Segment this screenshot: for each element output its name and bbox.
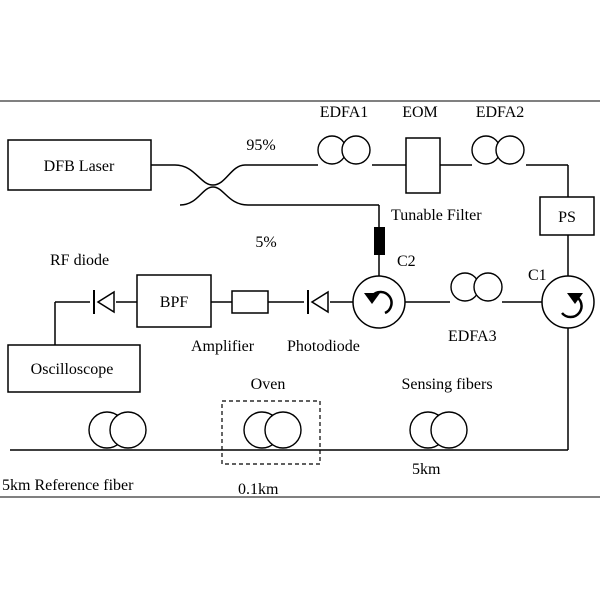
reference-fiber-label: 5km Reference fiber <box>2 477 134 494</box>
dfb-laser-box <box>7 139 152 191</box>
c2-label: C2 <box>397 253 416 270</box>
tunable-filter-label: Tunable Filter <box>391 207 482 224</box>
rf-diode-label: RF diode <box>50 252 109 269</box>
ps-box <box>539 196 595 236</box>
ps-label: PS <box>558 209 576 226</box>
c2-circulator <box>352 275 406 329</box>
edfa1-coil <box>317 135 371 165</box>
oven-fiber-coil <box>243 411 302 449</box>
edfa2-label: EDFA2 <box>476 104 525 121</box>
amplifier-box <box>231 290 269 314</box>
tunable-filter <box>374 227 385 255</box>
photodiode-label: Photodiode <box>287 338 360 355</box>
edfa1-label: EDFA1 <box>320 104 369 121</box>
split-95-label: 95% <box>246 137 275 154</box>
oscilloscope-label: Oscilloscope <box>31 361 114 378</box>
oscilloscope-box <box>7 344 141 393</box>
dfb-laser-label: DFB Laser <box>44 158 115 175</box>
sensing-fibers-label: Sensing fibers <box>401 376 492 393</box>
oven-label: Oven <box>251 376 286 393</box>
oven-box <box>221 400 321 465</box>
split-5-label: 5% <box>255 234 276 251</box>
reference-fiber-coil <box>88 411 147 449</box>
eom-label: EOM <box>402 104 438 121</box>
sensing-length-label: 5km <box>412 461 441 478</box>
bpf-label: BPF <box>160 294 189 311</box>
edfa3-label: EDFA3 <box>448 328 497 345</box>
fiber-wires <box>10 164 569 451</box>
amplifier-label: Amplifier <box>191 338 255 355</box>
sensing-fiber-coil <box>409 411 468 449</box>
bpf-box <box>136 274 212 328</box>
c1-circulator <box>541 275 595 329</box>
edfa3-coil <box>450 272 503 302</box>
rf-diode-symbol <box>93 290 115 314</box>
edfa2-coil <box>471 135 525 165</box>
oven-length-label: 0.1km <box>238 481 279 498</box>
eom-box <box>405 137 441 194</box>
c1-label: C1 <box>528 267 547 284</box>
photodiode-symbol <box>307 290 329 314</box>
